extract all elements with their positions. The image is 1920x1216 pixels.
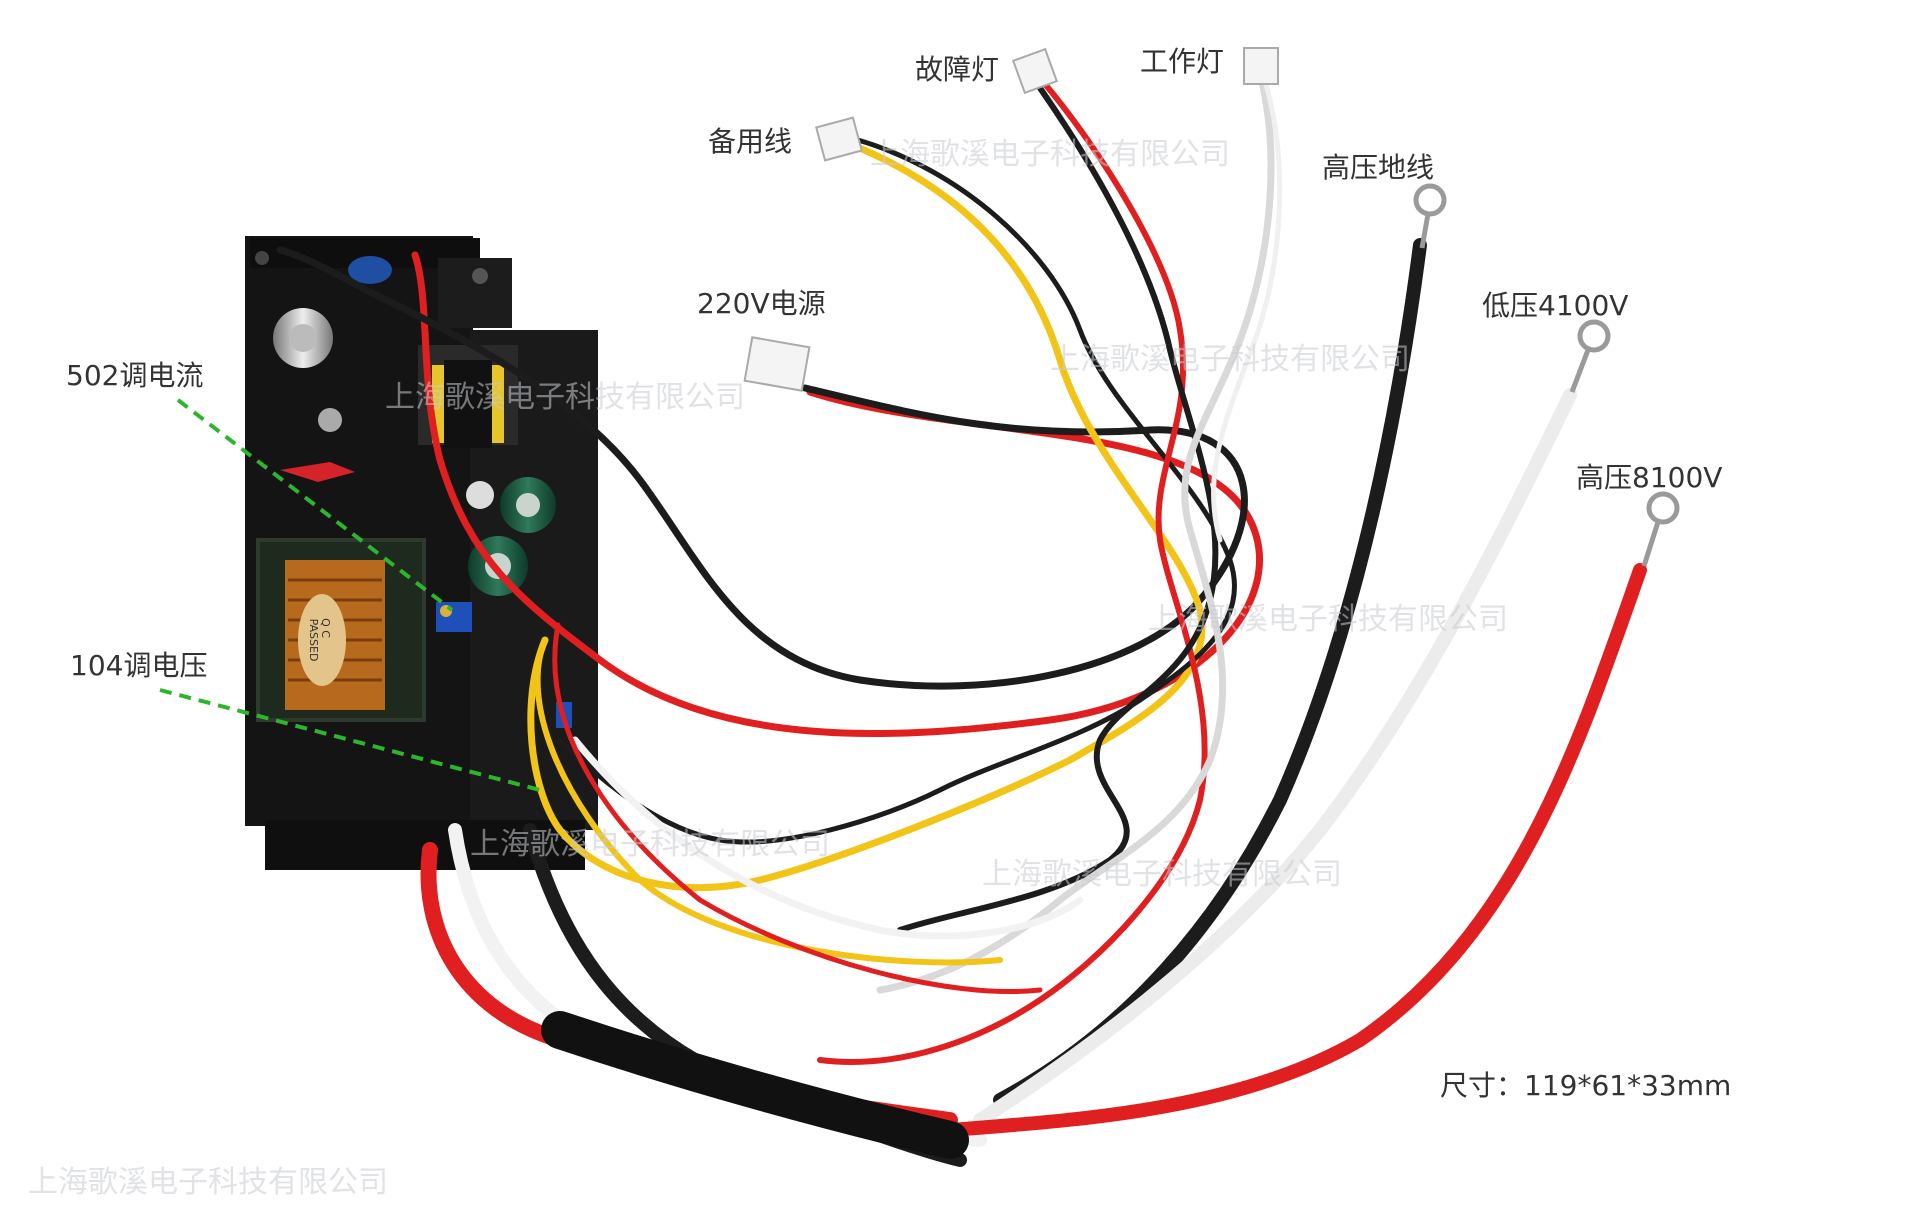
label-backup-line: 备用线: [708, 125, 793, 158]
ring-terminal-high-voltage: [1641, 491, 1680, 567]
connector-work-light: [1243, 47, 1279, 85]
connector-backup-line: [815, 116, 863, 162]
ring-terminal-hv-ground: [1413, 183, 1447, 249]
label-220v-power: 220V电源: [697, 287, 826, 320]
watermark: 上海歌溪电子科技有限公司: [1050, 342, 1410, 377]
label-pot-104: 104调电压: [70, 649, 208, 682]
wire-red-board: [552, 622, 1043, 995]
hv-transformer: Q C PASSED: [256, 538, 426, 722]
qc-sticker-line1: Q C: [319, 618, 332, 638]
connector-220v: [743, 336, 811, 392]
wire-yellow-board: [534, 637, 1003, 966]
small-capacitor: [318, 408, 342, 432]
wire-backup-yellow: [527, 142, 1206, 892]
capacitor: [273, 308, 333, 368]
red-component: [280, 462, 355, 482]
qc-sticker: [298, 594, 346, 686]
wire-fault-black: [897, 85, 1219, 933]
connector-fault-light: [1011, 47, 1059, 95]
watermark: 上海歌溪电子科技有限公司: [28, 1165, 388, 1200]
label-hv-ground: 高压地线: [1322, 151, 1435, 184]
label-pot-502: 502调电流: [66, 359, 204, 392]
small-capacitor: [466, 481, 494, 509]
wire-white-board: [571, 736, 1084, 940]
heat-shrink-sleeve: [541, 1011, 969, 1159]
dimensions-text: 尺寸：119*61*33mm: [1440, 1069, 1732, 1102]
watermark: 上海歌溪电子科技有限公司: [385, 380, 745, 415]
wire-high-voltage: [943, 563, 1647, 1137]
qc-sticker-line2: PASSED: [307, 619, 320, 662]
watermark: 上海歌溪电子科技有限公司: [1148, 602, 1508, 637]
leader-line-104: [159, 688, 541, 792]
watermark: 上海歌溪电子科技有限公司: [982, 857, 1342, 892]
label-work-light: 工作灯: [1140, 45, 1225, 78]
ring-terminal-low-voltage: [1569, 319, 1611, 393]
wire-power-black: [276, 246, 1248, 690]
wire-power-red: [411, 251, 1263, 738]
label-low-voltage: 低压4100V: [1482, 289, 1629, 322]
wire-work-white: [876, 78, 1275, 994]
label-high-voltage: 高压8100V: [1576, 461, 1723, 494]
watermark: 上海歌溪电子科技有限公司: [470, 827, 830, 862]
label-fault-light: 故障灯: [915, 53, 1000, 86]
wire-fault-red: [817, 81, 1208, 1065]
potentiometer-502: [436, 602, 472, 632]
capacitor: [500, 477, 556, 533]
wire-low-voltage: [973, 388, 1577, 1127]
wire-backup-black: [557, 137, 1237, 845]
watermark: 上海歌溪电子科技有限公司: [870, 137, 1230, 172]
blue-capacitor: [348, 256, 392, 284]
leader-line-502: [176, 398, 454, 612]
wire-work-white-2: [1211, 81, 1283, 543]
